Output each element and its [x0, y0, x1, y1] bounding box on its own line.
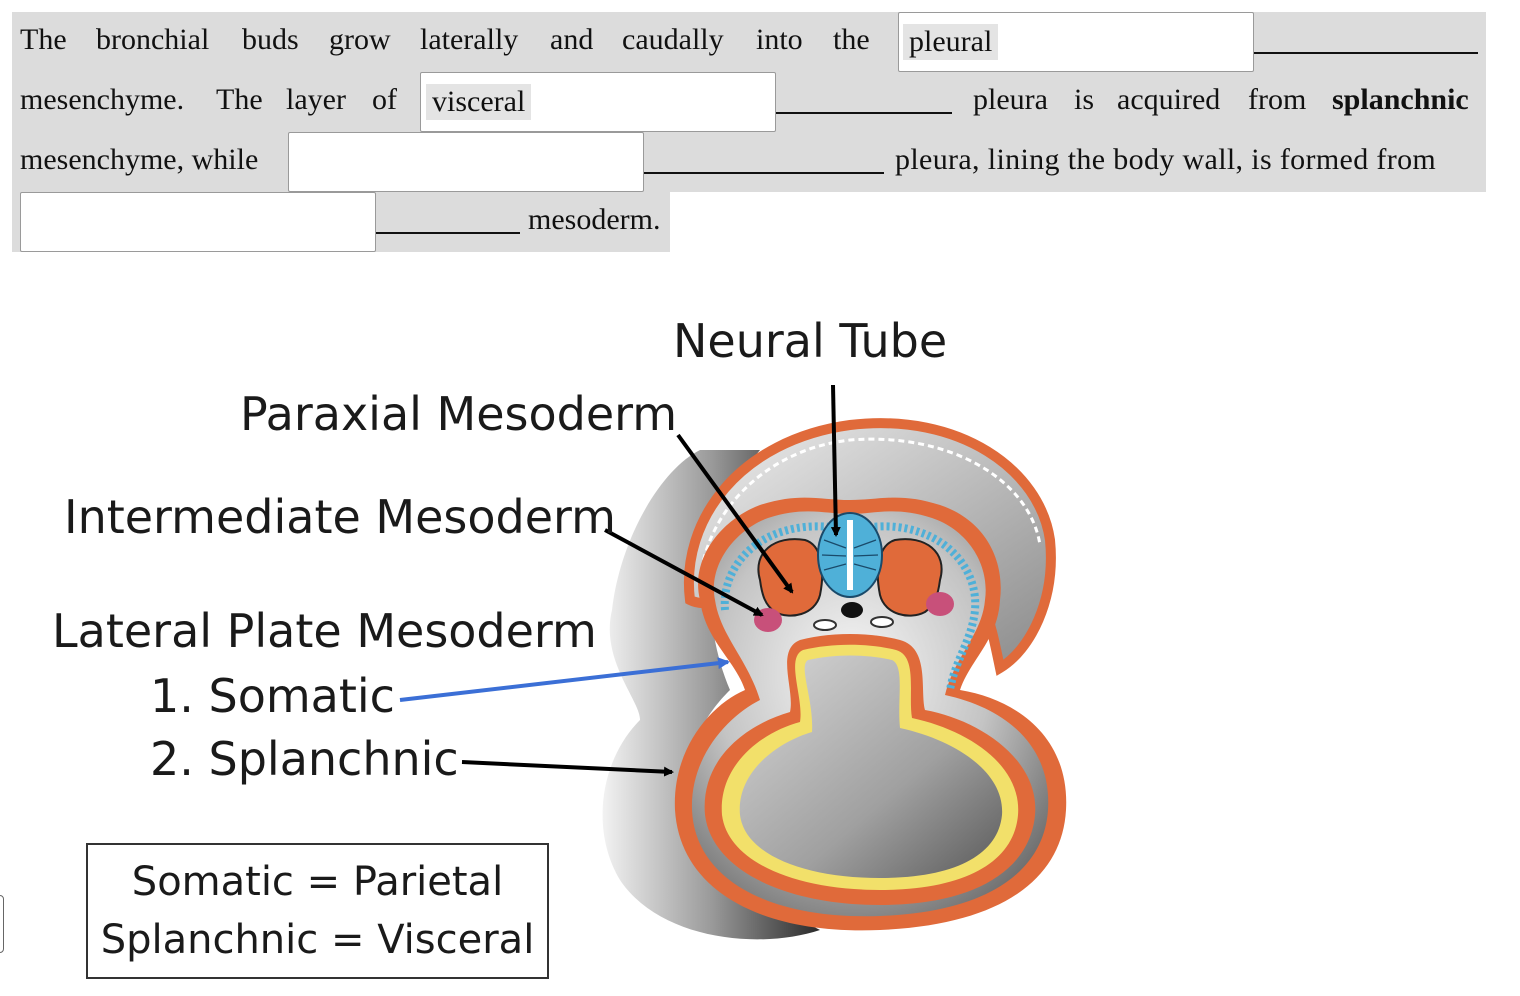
- intermediate-mesoderm-right: [926, 592, 954, 616]
- question-word: buds: [242, 23, 299, 56]
- somatic-mesoderm-layer: [720, 522, 980, 691]
- amnion-wavy-lining: [698, 437, 1042, 591]
- question-word: the: [833, 23, 870, 56]
- somatic-arrow: [399, 657, 730, 702]
- label-paraxial-mesoderm: Paraxial Mesoderm: [240, 387, 678, 441]
- question-word: from: [1248, 83, 1307, 116]
- legend-box: Somatic = Parietal Splanchnic = Visceral: [86, 843, 549, 979]
- question-word: mesenchyme.: [20, 83, 185, 116]
- dorsal-aorta-left: [813, 619, 837, 631]
- question-word: into: [756, 23, 803, 56]
- label-splanchnic: 2. Splanchnic: [150, 732, 459, 786]
- embryo-extrusion-shadow: [602, 450, 820, 940]
- blank-4-underline: [376, 232, 520, 234]
- question-word-bold: splanchnic: [1332, 83, 1469, 116]
- question-word: layer: [286, 83, 346, 116]
- label-intermediate-mesoderm: Intermediate Mesoderm: [64, 490, 616, 544]
- question-word: of: [372, 83, 397, 116]
- question-word: caudally: [622, 23, 724, 56]
- question-word: laterally: [420, 23, 519, 56]
- label-neural-tube: Neural Tube: [673, 314, 948, 368]
- yolk-sac-cavity: [739, 655, 1003, 878]
- label-somatic: 1. Somatic: [150, 669, 395, 723]
- question-word: The: [216, 83, 263, 116]
- blank-1-underline: [1254, 52, 1478, 54]
- blank-3-input[interactable]: [288, 132, 644, 192]
- neural-tube-stripes: [821, 539, 879, 571]
- question-word: grow: [329, 23, 391, 56]
- question-word: pleura: [973, 83, 1048, 116]
- question-word: is: [1074, 83, 1095, 116]
- question-text: mesoderm.: [528, 203, 661, 236]
- legend-splanchnic-visceral: Splanchnic = Visceral: [100, 917, 535, 963]
- legend-somatic-parietal: Somatic = Parietal: [131, 859, 504, 905]
- offscreen-control[interactable]: [0, 895, 4, 953]
- question-text: pleura, lining the body wall, is formed …: [895, 143, 1437, 176]
- intermediate-mesoderm-arrow: [604, 528, 764, 617]
- blank-4-input[interactable]: [20, 192, 376, 252]
- blank-2-input[interactable]: [420, 72, 776, 132]
- question-word: The: [20, 23, 67, 56]
- label-lateral-plate-mesoderm: Lateral Plate Mesoderm: [52, 604, 597, 658]
- question-word: acquired: [1117, 83, 1221, 116]
- question-word: and: [550, 23, 594, 56]
- question-text: mesenchyme, while: [20, 143, 259, 176]
- neural-tube-arrow: [830, 384, 841, 537]
- splanchnic-arrow: [461, 760, 674, 777]
- paraxial-mesoderm-left: [757, 538, 824, 617]
- blank-2-underline: [776, 112, 952, 114]
- blank-3-underline: [644, 172, 884, 174]
- dorsal-aorta-right: [870, 616, 894, 628]
- paraxial-mesoderm-arrow: [676, 433, 794, 594]
- question-word: bronchial: [96, 23, 210, 56]
- notochord: [841, 602, 863, 618]
